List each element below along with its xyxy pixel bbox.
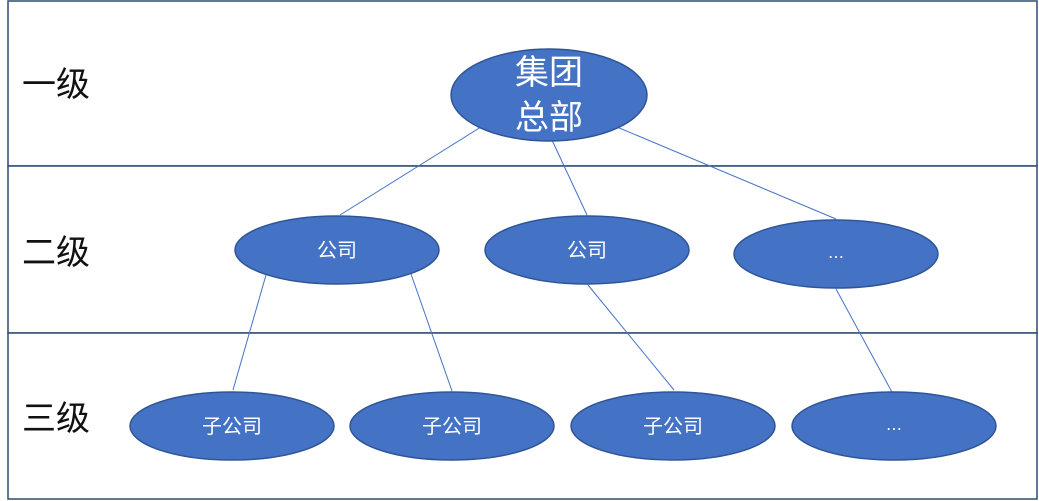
edge-root-l2_1 — [339, 126, 482, 216]
node-company-more-label: … — [828, 243, 844, 262]
node-company-2-label: 公司 — [567, 238, 607, 262]
node-group-subsidiary-2: 子公司 — [349, 391, 555, 461]
node-subsidiary-more-label: … — [886, 415, 902, 434]
node-subsidiary-more — [791, 391, 997, 461]
node-company-2 — [484, 215, 690, 285]
node-company-more — [733, 219, 939, 289]
connector-lines — [232, 126, 894, 395]
node-subsidiary-1 — [129, 391, 335, 461]
node-group-company-more: … — [733, 219, 939, 289]
node-group-subsidiary-more: … — [791, 391, 997, 461]
node-subsidiary-2 — [349, 391, 555, 461]
node-headquarters-line-2: 总部 — [515, 98, 583, 138]
edge-l2_2-l3_3 — [587, 284, 675, 391]
edge-root-l2_2 — [550, 137, 588, 216]
level-label-2: 二级 — [22, 233, 90, 273]
node-group-subsidiary-1: 子公司 — [129, 391, 335, 461]
edge-root-l2_3 — [616, 126, 837, 220]
node-subsidiary-3-label: 子公司 — [643, 414, 703, 438]
level-label-1: 一级 — [22, 65, 90, 105]
level-label-3: 三级 — [22, 399, 90, 439]
node-group-company-1: 公司 — [234, 215, 440, 285]
node-group-headquarters: 集团 总部 — [450, 48, 648, 142]
node-group-company-2: 公司 — [484, 215, 690, 285]
edge-l2_1-l3_2 — [410, 273, 453, 392]
node-company-1 — [234, 215, 440, 285]
edge-l2_3-l3_4 — [835, 288, 894, 395]
edge-l2_1-l3_1 — [232, 274, 267, 391]
node-group-subsidiary-3: 子公司 — [570, 391, 776, 461]
node-subsidiary-2-label: 子公司 — [422, 414, 482, 438]
node-headquarters — [450, 48, 648, 142]
node-headquarters-line-1: 集团 — [515, 53, 583, 93]
node-company-1-label: 公司 — [317, 238, 357, 262]
node-subsidiary-1-label: 子公司 — [202, 414, 262, 438]
node-subsidiary-3 — [570, 391, 776, 461]
